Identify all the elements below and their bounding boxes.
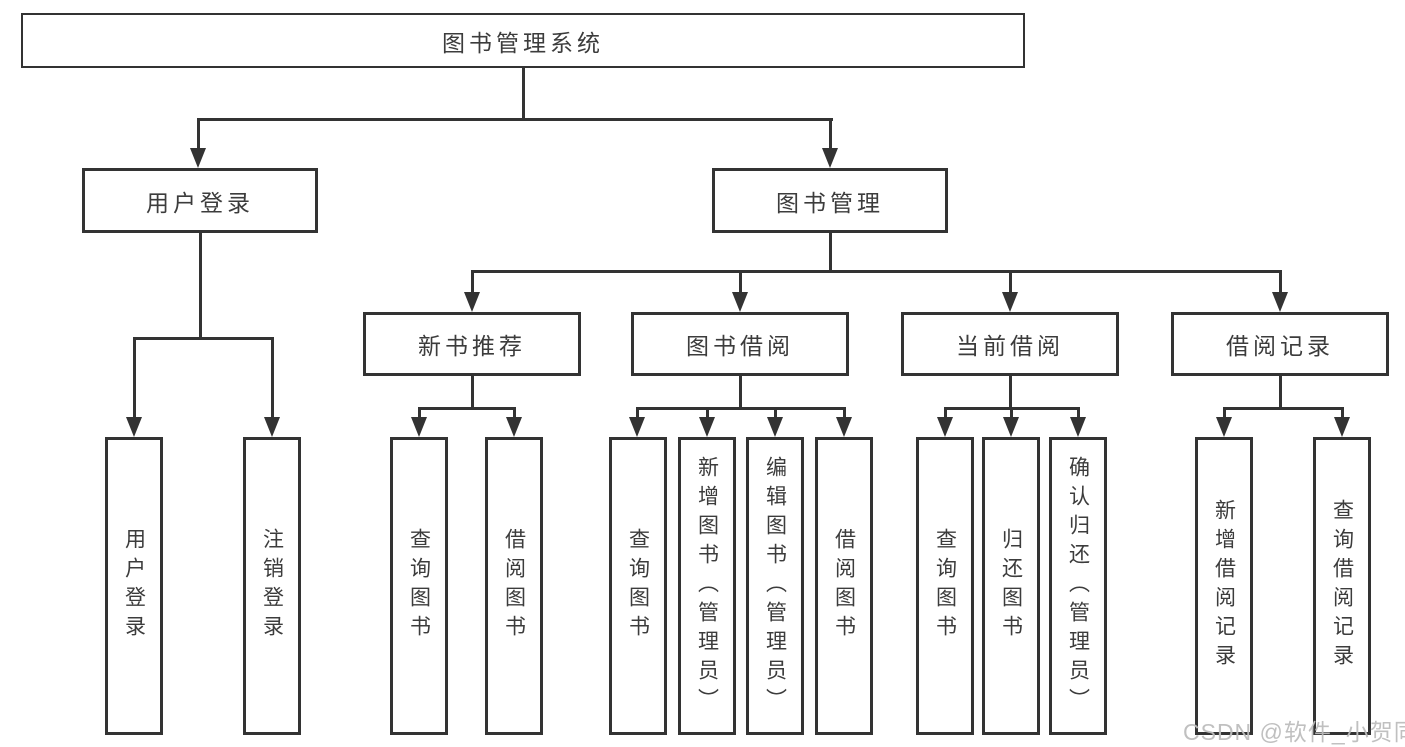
connector-line: [1223, 407, 1226, 419]
watermark: CSDN @软件_小贺同学: [1183, 719, 1405, 745]
node-root-label: 图书管理系统: [442, 29, 604, 56]
connector-line: [418, 407, 516, 410]
arrow-down-icon: [767, 417, 783, 437]
connector-line: [197, 118, 833, 121]
leaf-confirm-return-admin-label: 确认归还（管理员）: [1066, 455, 1090, 717]
connector-line: [774, 407, 777, 419]
connector-line: [1279, 270, 1282, 294]
node-borrow-record-label: 借阅记录: [1226, 333, 1334, 359]
node-book-borrow-label: 图书借阅: [686, 333, 794, 359]
leaf-new-book-query: 查询图书: [390, 437, 448, 735]
arrow-down-icon: [190, 148, 206, 168]
leaf-add-book-admin-label: 新增图书（管理员）: [695, 455, 719, 717]
arrow-down-icon: [1003, 417, 1019, 437]
connector-line: [513, 407, 516, 419]
connector-line: [1009, 270, 1012, 294]
connector-line: [1223, 407, 1344, 410]
node-current-borrow: 当前借阅: [901, 312, 1119, 376]
leaf-add-borrow-record: 新增借阅记录: [1195, 437, 1253, 735]
arrow-down-icon: [264, 417, 280, 437]
node-user-login: 用户登录: [82, 168, 318, 233]
connector-line: [1341, 407, 1344, 419]
connector-line: [829, 233, 832, 270]
leaf-user-login-label: 用户登录: [122, 528, 146, 644]
node-new-book-recommend-label: 新书推荐: [418, 333, 526, 359]
connector-line: [418, 407, 421, 419]
connector-line: [1077, 407, 1080, 419]
leaf-add-borrow-record-label: 新增借阅记录: [1212, 499, 1236, 673]
connector-line: [199, 233, 202, 337]
arrow-down-icon: [464, 292, 480, 312]
connector-line: [133, 337, 274, 340]
connector-line: [739, 270, 742, 294]
arrow-down-icon: [629, 417, 645, 437]
leaf-return-book: 归还图书: [982, 437, 1040, 735]
leaf-confirm-return-admin: 确认归还（管理员）: [1049, 437, 1107, 735]
arrow-down-icon: [732, 292, 748, 312]
leaf-edit-book-admin-label: 编辑图书（管理员）: [763, 455, 787, 717]
node-root: 图书管理系统: [21, 13, 1025, 68]
node-user-login-label: 用户登录: [146, 189, 254, 216]
leaf-new-book-query-label: 查询图书: [407, 528, 431, 644]
arrow-down-icon: [1070, 417, 1086, 437]
connector-line: [1279, 376, 1282, 407]
leaf-logout: 注销登录: [243, 437, 301, 735]
connector-line: [706, 407, 709, 419]
connector-line: [636, 407, 846, 410]
arrow-down-icon: [1002, 292, 1018, 312]
arrow-down-icon: [1216, 417, 1232, 437]
leaf-borrow-query-book-label: 查询图书: [626, 528, 650, 644]
leaf-user-login: 用户登录: [105, 437, 163, 735]
leaf-borrow-query-book: 查询图书: [609, 437, 667, 735]
node-borrow-record: 借阅记录: [1171, 312, 1389, 376]
arrow-down-icon: [836, 417, 852, 437]
connector-line: [471, 270, 1281, 273]
node-book-management-label: 图书管理: [776, 189, 884, 216]
arrow-down-icon: [822, 148, 838, 168]
connector-line: [843, 407, 846, 419]
connector-line: [829, 118, 832, 150]
connector-line: [1009, 376, 1012, 407]
leaf-edit-book-admin: 编辑图书（管理员）: [746, 437, 804, 735]
arrow-down-icon: [937, 417, 953, 437]
leaf-logout-label: 注销登录: [260, 528, 284, 644]
connector-line: [1010, 407, 1013, 419]
leaf-borrow-book-label: 借阅图书: [832, 528, 856, 644]
leaf-current-query-book-label: 查询图书: [933, 528, 957, 644]
connector-line: [133, 337, 136, 419]
connector-line: [944, 407, 947, 419]
connector-line: [739, 376, 742, 407]
arrow-down-icon: [699, 417, 715, 437]
leaf-current-query-book: 查询图书: [916, 437, 974, 735]
arrow-down-icon: [411, 417, 427, 437]
connector-line: [636, 407, 639, 419]
leaf-return-book-label: 归还图书: [999, 528, 1023, 644]
node-new-book-recommend: 新书推荐: [363, 312, 581, 376]
connector-line: [471, 270, 474, 294]
arrow-down-icon: [506, 417, 522, 437]
arrow-down-icon: [1334, 417, 1350, 437]
node-book-borrow: 图书借阅: [631, 312, 849, 376]
leaf-add-book-admin: 新增图书（管理员）: [678, 437, 736, 735]
connector-line: [471, 376, 474, 407]
leaf-new-book-borrow: 借阅图书: [485, 437, 543, 735]
leaf-borrow-book: 借阅图书: [815, 437, 873, 735]
leaf-query-borrow-record-label: 查询借阅记录: [1330, 499, 1354, 673]
arrow-down-icon: [126, 417, 142, 437]
node-current-borrow-label: 当前借阅: [956, 333, 1064, 359]
connector-line: [522, 68, 525, 118]
node-book-management: 图书管理: [712, 168, 948, 233]
arrow-down-icon: [1272, 292, 1288, 312]
connector-line: [271, 337, 274, 419]
connector-line: [197, 118, 200, 150]
leaf-new-book-borrow-label: 借阅图书: [502, 528, 526, 644]
leaf-query-borrow-record: 查询借阅记录: [1313, 437, 1371, 735]
